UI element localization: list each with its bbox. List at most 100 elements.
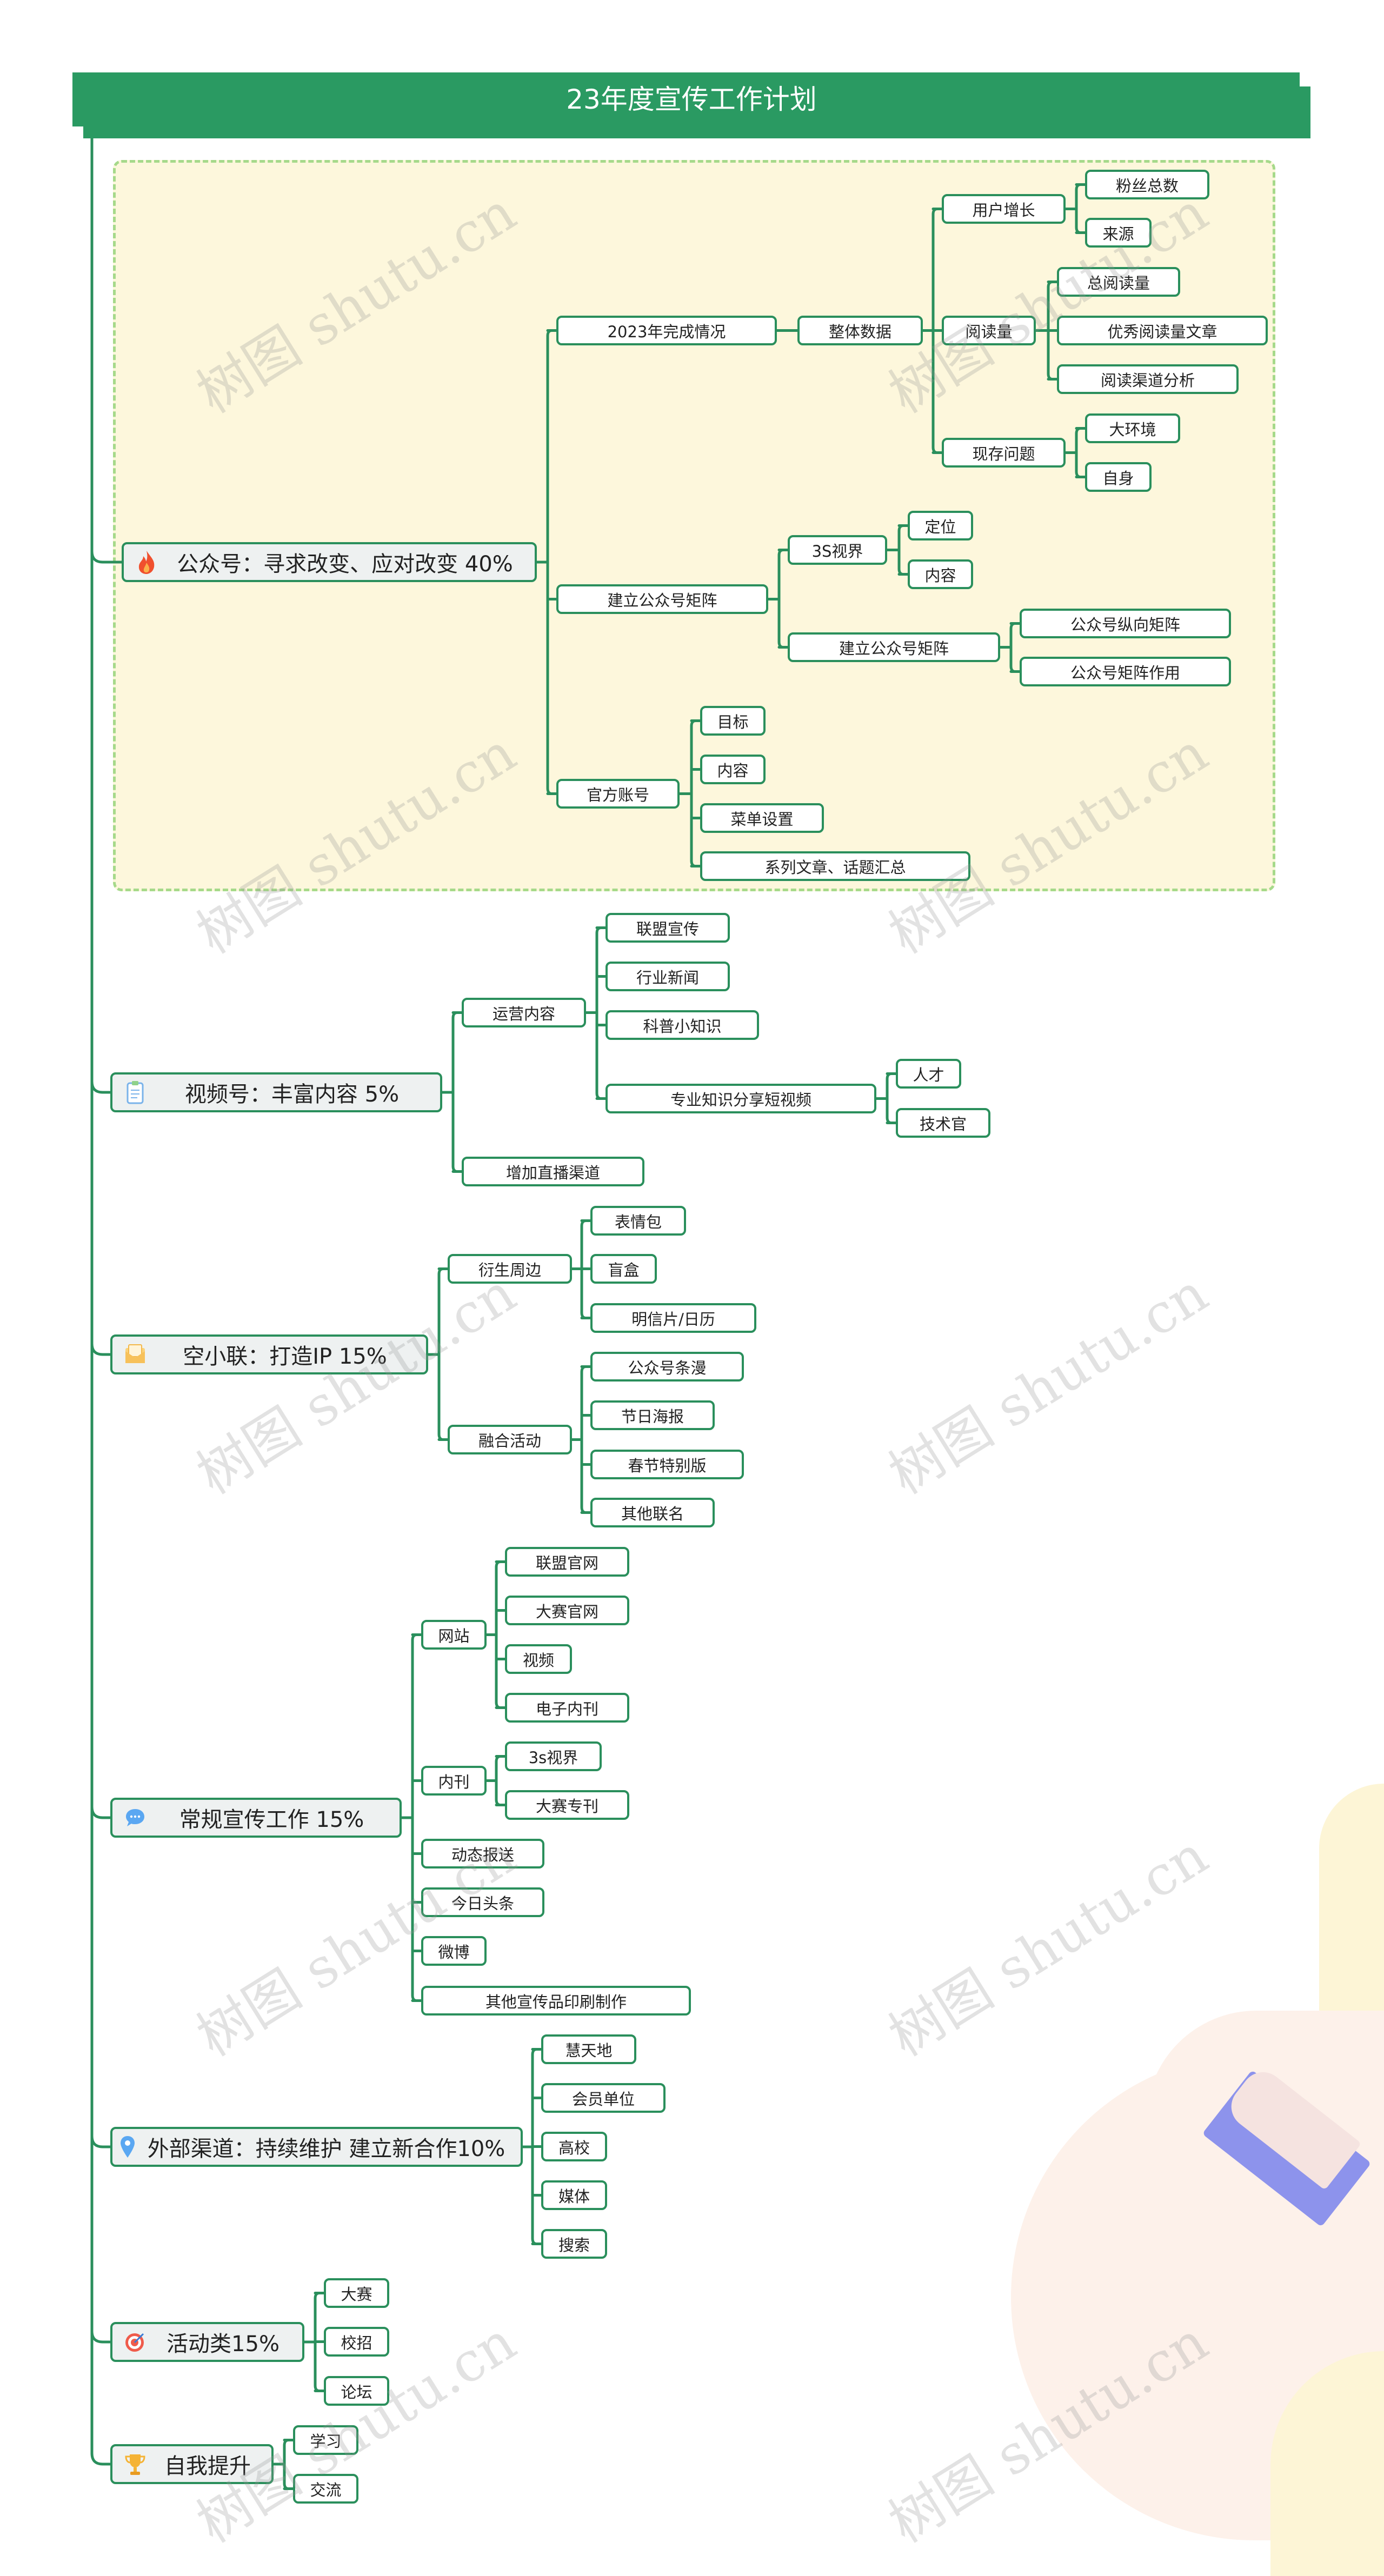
node-exchange[interactable]: 交流 bbox=[293, 2474, 358, 2504]
node-contest[interactable]: 大赛 bbox=[324, 2278, 389, 2308]
node-environment[interactable]: 大环境 bbox=[1085, 413, 1180, 443]
bracket-line bbox=[451, 1011, 459, 1173]
node-printed-materials[interactable]: 其他宣传品印刷制作 bbox=[421, 1986, 691, 2016]
branch-label: 空小联：打造IP 15% bbox=[183, 1344, 387, 1369]
node-reads[interactable]: 阅读量 bbox=[942, 316, 1036, 345]
node-alliance-site[interactable]: 联盟官网 bbox=[505, 1547, 629, 1577]
node-video[interactable]: 视频 bbox=[505, 1644, 572, 1674]
node-build-matrix-sub[interactable]: 建立公众号矩阵 bbox=[788, 632, 1000, 662]
node-blind-box[interactable]: 盲盒 bbox=[590, 1254, 657, 1284]
branch-activities[interactable]: 活动类15% bbox=[110, 2322, 304, 2362]
branch-connector bbox=[90, 550, 123, 564]
branch-label: 公众号：寻求改变、应对改变 40% bbox=[177, 552, 513, 577]
node-contest-site[interactable]: 大赛官网 bbox=[505, 1596, 629, 1625]
node-official-account[interactable]: 官方账号 bbox=[556, 779, 680, 809]
node-forum[interactable]: 论坛 bbox=[324, 2376, 389, 2406]
node-universities[interactable]: 高校 bbox=[541, 2132, 607, 2161]
branch-connector bbox=[90, 2330, 112, 2344]
node-holiday-poster[interactable]: 节日海报 bbox=[590, 1400, 715, 1430]
node-postcard-calendar[interactable]: 明信片/日历 bbox=[590, 1303, 756, 1333]
bracket-line bbox=[495, 1560, 502, 1709]
node-weibo[interactable]: 微博 bbox=[421, 1936, 487, 1966]
node-comic-strip[interactable]: 公众号条漫 bbox=[590, 1352, 744, 1382]
node-menu-setup[interactable]: 菜单设置 bbox=[700, 803, 824, 833]
chat-bubble-icon bbox=[120, 1803, 150, 1833]
node-other-collab[interactable]: 其他联名 bbox=[590, 1498, 715, 1527]
node-news-report[interactable]: 动态报送 bbox=[421, 1839, 544, 1868]
bracket-line bbox=[411, 1633, 418, 2002]
node-learning[interactable]: 学习 bbox=[293, 2425, 358, 2455]
bracket-line bbox=[437, 1267, 445, 1441]
node-top-articles[interactable]: 优秀阅读量文章 bbox=[1057, 316, 1268, 345]
node-self[interactable]: 自身 bbox=[1085, 462, 1152, 492]
branch-video-account[interactable]: 视频号：丰富内容 5% bbox=[110, 1072, 442, 1112]
branch-label: 自我提升 bbox=[164, 2454, 251, 2479]
node-toutiao[interactable]: 今日头条 bbox=[421, 1887, 544, 1917]
node-followers-total[interactable]: 粉丝总数 bbox=[1085, 170, 1209, 199]
target-icon bbox=[120, 2327, 150, 2357]
node-build-matrix[interactable]: 建立公众号矩阵 bbox=[556, 584, 768, 614]
node-industry-news[interactable]: 行业新闻 bbox=[606, 962, 730, 991]
node-merchandise[interactable]: 衍生周边 bbox=[448, 1254, 572, 1284]
node-spring-festival-edition[interactable]: 春节特别版 bbox=[590, 1450, 744, 1479]
node-science-tips[interactable]: 科普小知识 bbox=[606, 1010, 759, 1040]
node-3s-vision-journal[interactable]: 3s视界 bbox=[505, 1741, 602, 1771]
node-member-units[interactable]: 会员单位 bbox=[541, 2083, 666, 2113]
branch-external-channels[interactable]: 外部渠道：持续维护 建立新合作10% bbox=[110, 2127, 523, 2167]
branch-label: 视频号：丰富内容 5% bbox=[184, 1082, 400, 1107]
bracket-line bbox=[690, 719, 697, 867]
node-e-journal[interactable]: 电子内刊 bbox=[505, 1693, 629, 1723]
branch-official-account[interactable]: 公众号：寻求改变、应对改变 40% bbox=[122, 542, 537, 582]
branch-routine-promotion[interactable]: 常规宣传工作 15% bbox=[110, 1798, 402, 1838]
bracket-line bbox=[495, 1755, 502, 1806]
bracket-line bbox=[1075, 427, 1082, 478]
node-operations-content[interactable]: 运营内容 bbox=[462, 998, 586, 1027]
node-3s-vision[interactable]: 3S视界 bbox=[788, 535, 887, 565]
bracket-line bbox=[546, 329, 554, 795]
node-series-articles[interactable]: 系列文章、话题汇总 bbox=[700, 851, 970, 881]
node-search[interactable]: 搜索 bbox=[541, 2229, 607, 2259]
fire-icon bbox=[131, 547, 162, 577]
branch-connector bbox=[90, 2134, 112, 2148]
node-user-growth[interactable]: 用户增长 bbox=[942, 194, 1066, 224]
node-total-reads[interactable]: 总阅读量 bbox=[1057, 267, 1180, 297]
clipboard-icon bbox=[120, 1077, 150, 1107]
trophy-icon bbox=[120, 2449, 150, 2479]
node-huitiandi[interactable]: 慧天地 bbox=[541, 2034, 636, 2064]
node-talent[interactable]: 人才 bbox=[896, 1059, 961, 1089]
node-goal[interactable]: 目标 bbox=[700, 706, 766, 736]
node-vertical-matrix[interactable]: 公众号纵向矩阵 bbox=[1020, 609, 1231, 638]
node-2023-completion[interactable]: 2023年完成情况 bbox=[556, 316, 777, 345]
node-content[interactable]: 内容 bbox=[700, 755, 766, 784]
bracket-line bbox=[580, 1365, 588, 1514]
node-joint-activities[interactable]: 融合活动 bbox=[448, 1425, 572, 1454]
node-content[interactable]: 内容 bbox=[908, 559, 973, 589]
node-positioning[interactable]: 定位 bbox=[908, 511, 973, 540]
root-title[interactable]: 23年度宣传工作计划 bbox=[566, 84, 817, 115]
node-add-livestream[interactable]: 增加直播渠道 bbox=[462, 1157, 644, 1186]
node-campus-recruit[interactable]: 校招 bbox=[324, 2327, 389, 2357]
bracket-line bbox=[886, 1072, 893, 1124]
node-matrix-role[interactable]: 公众号矩阵作用 bbox=[1020, 657, 1231, 686]
node-contest-special[interactable]: 大赛专刊 bbox=[505, 1790, 629, 1820]
node-media[interactable]: 媒体 bbox=[541, 2180, 607, 2210]
node-tech-officer[interactable]: 技术官 bbox=[896, 1108, 990, 1138]
node-stickers[interactable]: 表情包 bbox=[590, 1206, 686, 1236]
title-bar bbox=[72, 72, 1300, 126]
branch-connector bbox=[90, 2452, 112, 2466]
branch-self-improvement[interactable]: 自我提升 bbox=[110, 2444, 274, 2484]
node-pro-short-video[interactable]: 专业知识分享短视频 bbox=[606, 1084, 876, 1113]
node-read-channel-analysis[interactable]: 阅读渠道分析 bbox=[1057, 364, 1239, 394]
node-source[interactable]: 来源 bbox=[1085, 218, 1152, 248]
node-internal-journal[interactable]: 内刊 bbox=[421, 1766, 487, 1796]
node-alliance-promo[interactable]: 联盟宣传 bbox=[606, 913, 730, 943]
branch-kongxiaolian[interactable]: 空小联：打造IP 15% bbox=[110, 1334, 428, 1374]
bracket-line bbox=[1009, 622, 1017, 673]
bracket-line bbox=[1075, 183, 1082, 234]
branch-connector bbox=[90, 1080, 112, 1094]
node-overall-data[interactable]: 整体数据 bbox=[797, 316, 923, 345]
node-existing-issues[interactable]: 现存问题 bbox=[942, 438, 1066, 468]
node-website[interactable]: 网站 bbox=[421, 1620, 487, 1650]
